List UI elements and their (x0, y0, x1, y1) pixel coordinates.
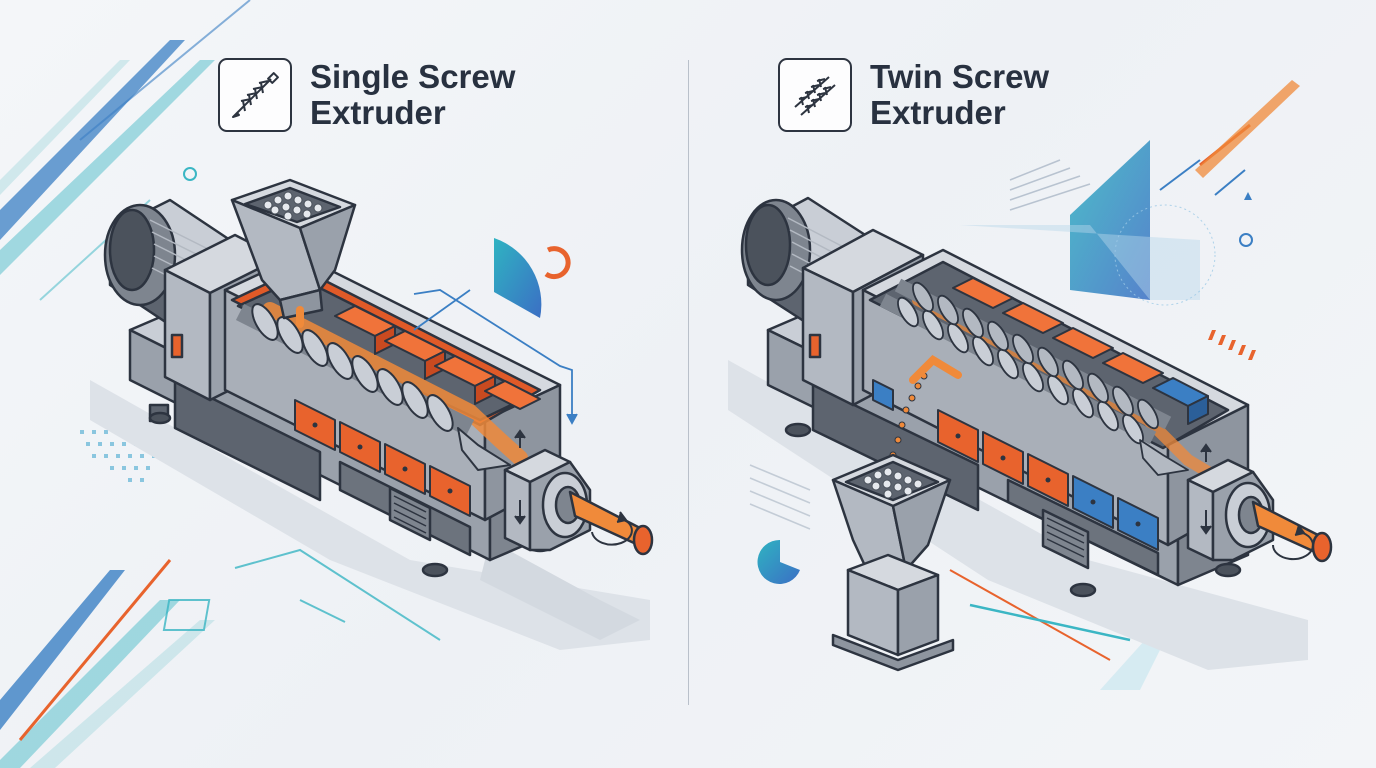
single-screw-icon (218, 58, 292, 132)
panel-divider (688, 60, 689, 705)
single-screw-extruder-illustration (90, 178, 654, 650)
machine-shadow (728, 360, 1308, 670)
rotation-arrows (514, 429, 633, 546)
twin-screws (879, 278, 1189, 476)
deco-blue-pie (757, 539, 800, 584)
feed-hopper (831, 453, 955, 672)
twin-screw-icon (778, 58, 852, 132)
deco-circle (183, 167, 197, 181)
twin-screw-panel: Twin Screw Extruder (688, 0, 1376, 768)
extrudate-output (1251, 500, 1333, 563)
single-screw-title: Single Screw Extruder (310, 58, 516, 131)
bottom-left-streaks (0, 559, 215, 768)
heater-bands-top (952, 277, 1209, 425)
twin-screw-title: Twin Screw Extruder (870, 58, 1050, 131)
die-head (1186, 458, 1275, 562)
extrudate-output (568, 490, 654, 556)
single-screw-header: Single Screw Extruder (218, 58, 560, 132)
rotation-arrows (1200, 443, 1314, 561)
left-bottom-lines (162, 548, 441, 641)
deco-arc-orange (544, 246, 571, 280)
single-screw-panel: Single Screw Extruder (90, 58, 654, 650)
melt-flow (262, 302, 528, 466)
deco-blue-wedge (494, 238, 542, 318)
twin-screw-header: Twin Screw Extruder (778, 58, 1120, 132)
flow-indicator-line (413, 289, 578, 425)
top-left-streaks (0, 0, 251, 301)
feed-hopper (230, 178, 357, 320)
right-top-decor (960, 80, 1300, 360)
screw-tip (457, 427, 511, 471)
screw-tip (1139, 439, 1189, 476)
heater-bands-front (294, 399, 471, 517)
heater-bands-front (872, 379, 1159, 551)
twin-screw-extruder-illustration (728, 196, 1333, 672)
single-screw (235, 303, 511, 471)
die-head (503, 448, 592, 552)
heater-bands-top (334, 305, 541, 410)
